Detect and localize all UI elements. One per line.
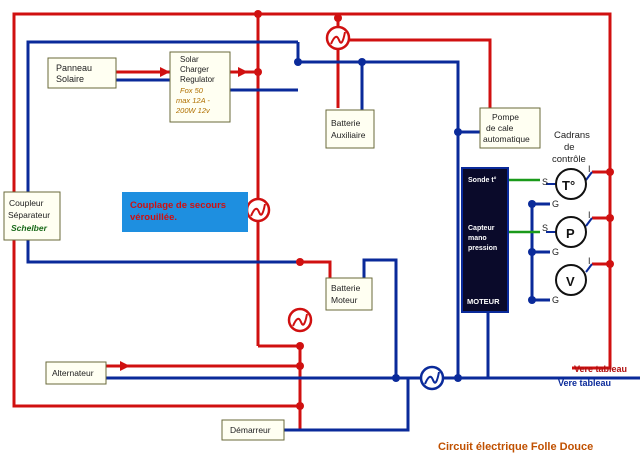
alternateur-label: Alternateur [52, 368, 94, 378]
junction-red [334, 14, 342, 22]
blue-left-loop [26, 40, 300, 264]
regulator-label-4: Fox 50 [180, 86, 204, 95]
fuse-top [325, 25, 351, 51]
batterie-aux-label-1: Batterie [331, 118, 361, 128]
batterie-moteur-label-2: Moteur [331, 295, 358, 305]
junction-red [254, 68, 262, 76]
gauge-temperature: T° S G I [542, 164, 593, 209]
junction-blue [528, 248, 536, 256]
regulator-label-5: max 12A - [176, 96, 210, 105]
diagram-caption: Circuit électrique Folle Douce [438, 441, 593, 453]
fuse-bottom [419, 365, 445, 391]
junction-red [606, 260, 614, 268]
blue-demarreur [284, 378, 410, 432]
junction-red [296, 258, 304, 266]
engine-capteur-label-1: Capteur [468, 225, 495, 232]
red-top-right-loop [258, 12, 612, 370]
highlight-text-line-1: Couplage de secours [130, 200, 226, 211]
gauge-pressure-s: S [542, 223, 548, 233]
vers-tableau-red-label: Vere tableau [574, 364, 627, 374]
box-batterie-moteur: Batterie Moteur [325, 277, 373, 311]
junction-blue [358, 58, 366, 66]
box-coupleur: Coupleur Séparateur Schelber [3, 191, 61, 241]
box-pompe-de-cale: Pompe de cale automatique [479, 107, 541, 149]
arrow-alternateur [120, 361, 130, 371]
junction-red [296, 342, 304, 350]
fuse-moteur [287, 307, 313, 333]
gauge-pressure: P S G I [542, 210, 593, 257]
gauge-pressure-symbol: P [566, 226, 575, 241]
junction-red [296, 402, 304, 410]
box-regulator: Solar Charger Regulator Fox 50 max 12A -… [169, 51, 231, 123]
junction-red [296, 362, 304, 370]
junction-blue [454, 128, 462, 136]
coupleur-label-2: Séparateur [8, 210, 50, 220]
pompe-label-2: de cale [486, 123, 514, 133]
gauge-voltage-i: I [588, 256, 591, 266]
batterie-aux-label-2: Auxiliaire [331, 130, 366, 140]
red-moteur-feed [300, 260, 332, 278]
box-alternateur: Alternateur [45, 361, 107, 385]
engine-moteur-label: MOTEUR [467, 297, 500, 306]
junctions [254, 10, 614, 410]
highlight-secours-box [122, 192, 248, 232]
junction-blue [528, 296, 536, 304]
box-demarreur: Démarreur [221, 419, 285, 441]
gauges-title-2: de [564, 142, 575, 153]
fuse-secours [245, 197, 271, 223]
batterie-moteur-label-1: Batterie [331, 283, 361, 293]
pompe-label-1: Pompe [492, 112, 519, 122]
demarreur-label: Démarreur [230, 425, 271, 435]
junction-blue [294, 58, 302, 66]
pompe-label-3: automatique [483, 134, 530, 144]
red-bottom-vertical [258, 344, 302, 430]
panneau-label-1: Panneau [56, 63, 92, 73]
gauge-temperature-g: G [552, 199, 559, 209]
gauge-voltage-symbol: V [566, 274, 575, 289]
junction-red [606, 168, 614, 176]
vers-tableau-blue-label: Vere tableau [558, 378, 611, 388]
arrow-regulator-out [238, 67, 248, 77]
blue-top-loop [296, 42, 460, 380]
arrow-solar-to-regulator [160, 67, 170, 77]
coupleur-label-1: Coupleur [9, 198, 44, 208]
engine-capteur-label-3: pression [468, 245, 497, 252]
blue-wires [26, 40, 640, 432]
gauge-temperature-s: S [542, 177, 548, 187]
regulator-label-6: 200W 12v [175, 106, 211, 115]
engine-block: Sonde t° Capteur mano pression MOTEUR [461, 167, 509, 313]
junction-blue [392, 374, 400, 382]
junction-blue [454, 374, 462, 382]
regulator-label-3: Regulator [180, 75, 215, 84]
gauges-title: Cadrans de contrôle [552, 130, 590, 165]
green-wires [508, 178, 540, 234]
engine-sonde-label: Sonde t° [468, 176, 497, 184]
engine-capteur-label-2: mano [468, 235, 487, 242]
gauge-temperature-i: I [588, 164, 591, 174]
blue-moteur-return [362, 258, 398, 378]
box-batterie-auxiliaire: Batterie Auxiliaire [325, 109, 375, 149]
coupleur-label-3: Schelber [11, 223, 48, 233]
junction-blue [528, 200, 536, 208]
regulator-label-2: Charger [180, 65, 209, 74]
gauge-voltage-g: G [552, 295, 559, 305]
gauge-pressure-g: G [552, 247, 559, 257]
gauge-voltage: V G I [552, 256, 593, 305]
gauges-title-1: Cadrans [554, 130, 590, 141]
gauges-title-3: contrôle [552, 154, 586, 165]
gauge-temperature-symbol: T° [562, 178, 575, 193]
junction-red [606, 214, 614, 222]
box-panneau-solaire: Panneau Solaire [47, 57, 117, 89]
red-arrows [120, 67, 248, 371]
red-pump-feed [338, 38, 492, 110]
highlight-text-line-2: vérouillée. [130, 212, 177, 223]
panneau-label-2: Solaire [56, 74, 84, 84]
regulator-label-1: Solar [180, 55, 199, 64]
junction-red [254, 10, 262, 18]
gauge-pressure-i: I [588, 210, 591, 220]
